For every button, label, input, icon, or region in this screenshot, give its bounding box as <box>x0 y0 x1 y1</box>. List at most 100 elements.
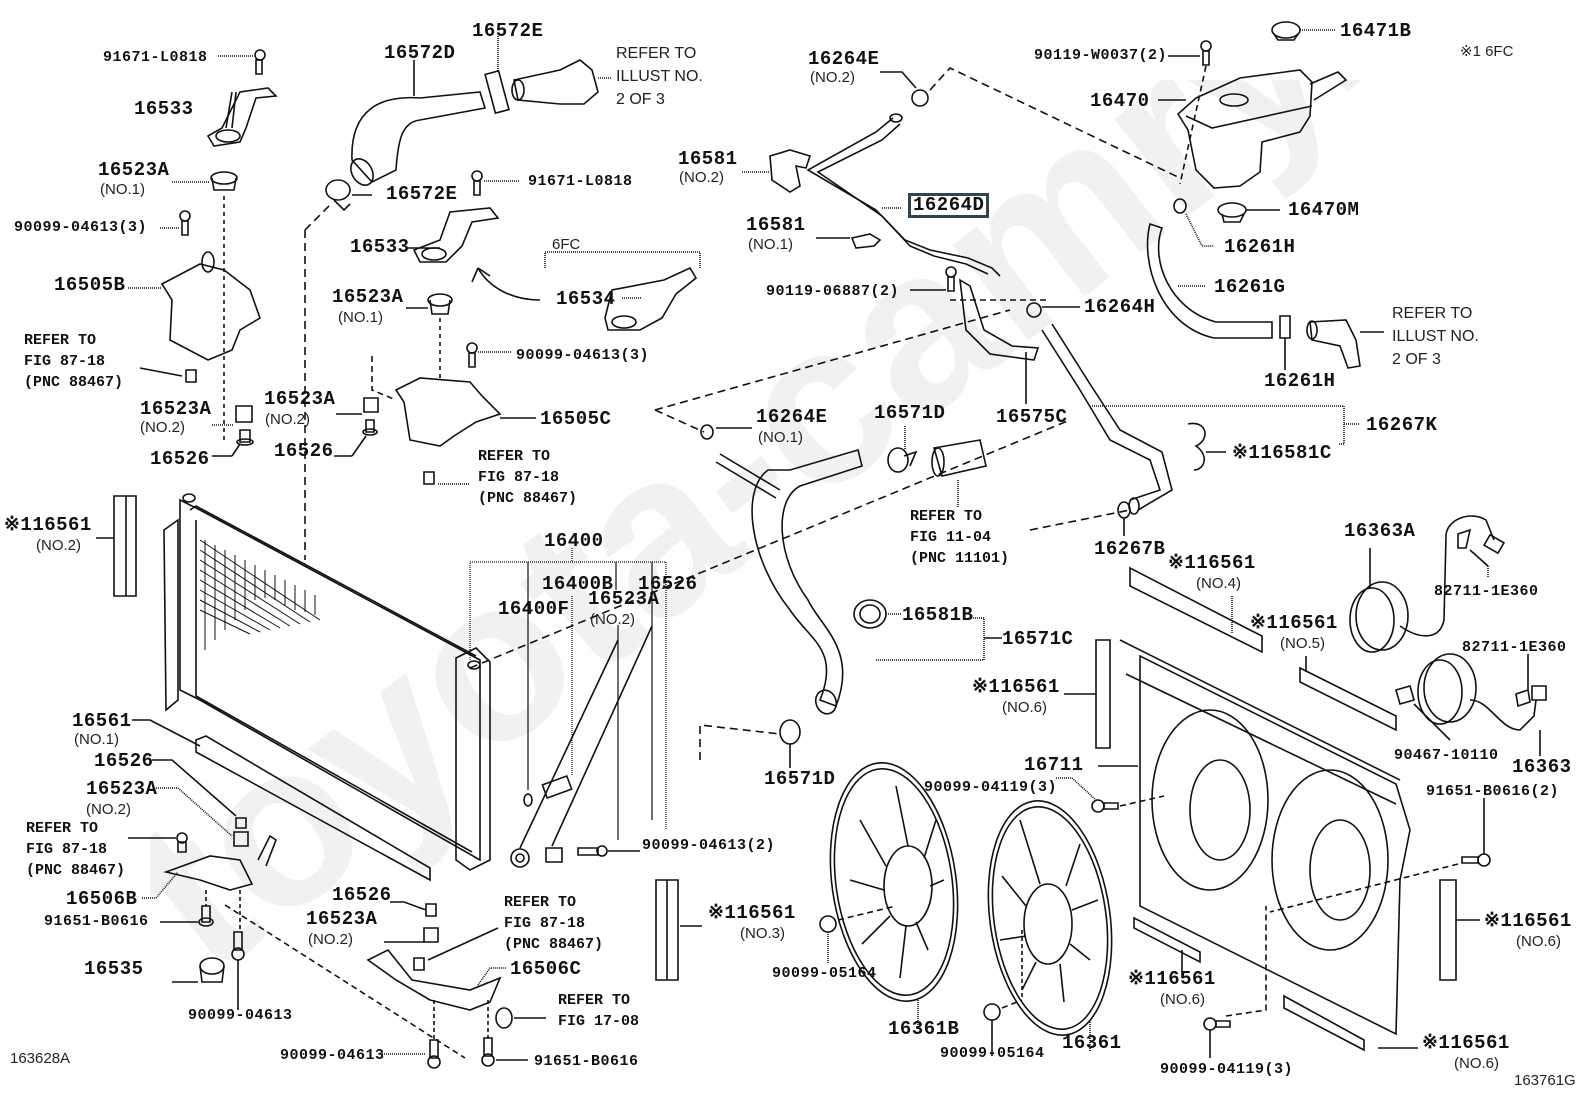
part-label-16571D[interactable]: 16571D <box>764 768 836 790</box>
part-label-90119-W0037[interactable]: 90119-W0037(2) <box>1034 47 1168 64</box>
part-label-16470[interactable]: 16470 <box>1090 90 1150 112</box>
part-label-16400F[interactable]: 16400F <box>498 598 570 620</box>
refer-note-fig-87-18[interactable]: REFER TO FIG 87-18 (PNC 88467) <box>478 448 578 507</box>
refer-note-fig-17-08[interactable]: REFER TO FIG 17-08 <box>558 992 640 1030</box>
clip-88467-a <box>186 370 196 382</box>
cushion-16523A-lower-a <box>236 406 252 422</box>
refer-note-fig-11-04[interactable]: REFER TO FIG 11-04 (PNC 11101) <box>910 508 1010 567</box>
part-label-16267B[interactable]: 16267B <box>1094 538 1166 560</box>
part-label-16581[interactable]: 16581 <box>678 148 738 170</box>
part-label-16470M[interactable]: 16470M <box>1288 199 1360 221</box>
part-label-16523A[interactable]: 16523A <box>332 286 404 308</box>
part-label-90099-05164[interactable]: 90099-05164 <box>772 965 877 982</box>
clamp-16572E-upper <box>485 71 509 113</box>
part-label-90099-04613[interactable]: 90099-04613(3) <box>14 219 148 236</box>
part-label-16363[interactable]: 16363 <box>1512 756 1572 778</box>
part-label-90099-04613[interactable]: 90099-04613 <box>280 1047 385 1064</box>
part-label-16526[interactable]: 16526 <box>332 884 392 906</box>
part-label-16400[interactable]: 16400 <box>544 530 604 552</box>
part-label-16523A[interactable]: 16523A <box>264 388 336 410</box>
part-label-90099-04613[interactable]: 90099-04613(2) <box>642 837 776 854</box>
part-label-82711-1E360[interactable]: 82711-1E360 <box>1434 583 1539 600</box>
part-label-16505C[interactable]: 16505C <box>540 408 612 430</box>
clamp-16264H <box>1027 303 1041 317</box>
part-label-16561[interactable]: ※116561 <box>1168 552 1256 574</box>
part-label-16523A[interactable]: 16523A <box>86 778 158 800</box>
part-label-91651-B0616[interactable]: 91651-B0616 <box>534 1053 639 1070</box>
part-label-91651-B0616[interactable]: 91651-B0616(2) <box>1426 783 1560 800</box>
refer-note-fig-87-18[interactable]: REFER TO FIG 87-18 (PNC 88467) <box>24 332 124 391</box>
refer-note-illust-2-of-3[interactable]: REFER TO ILLUST NO. 2 OF 3 <box>616 45 703 108</box>
part-label-16523A[interactable]: 16523A <box>588 588 660 610</box>
part-label-16361[interactable]: 16361 <box>1062 1032 1122 1054</box>
part-label-91671-L0818[interactable]: 91671-L0818 <box>103 49 208 66</box>
part-label-16471B[interactable]: 16471B <box>1340 20 1412 42</box>
part-label-16264H[interactable]: 16264H <box>1084 296 1156 318</box>
part-label-16264E[interactable]: 16264E <box>808 48 880 70</box>
part-label-90099-04119[interactable]: 90099-04119(3) <box>924 779 1058 796</box>
part-label-16572D[interactable]: 16572D <box>384 42 456 64</box>
part-label-16571D[interactable]: 16571D <box>874 402 946 424</box>
refer-note-fig-87-18[interactable]: REFER TO FIG 87-18 (PNC 88467) <box>26 820 126 879</box>
part-label-16523A[interactable]: 16523A <box>98 159 170 181</box>
part-label-16261H[interactable]: 16261H <box>1264 370 1336 392</box>
part-label-91671-L0818[interactable]: 91671-L0818 <box>528 173 633 190</box>
part-label-16261G[interactable]: 16261G <box>1214 276 1286 298</box>
part-label-16581[interactable]: 16581 <box>746 214 806 236</box>
part-sublabel: (NO.6) <box>1516 933 1561 950</box>
part-label-16363A[interactable]: 16363A <box>1344 520 1416 542</box>
variant-label-6fc: 6FC <box>552 236 581 253</box>
part-label-16561[interactable]: ※116561 <box>1422 1032 1510 1054</box>
part-label-16561[interactable]: ※116561 <box>972 676 1060 698</box>
part-label-16711[interactable]: 16711 <box>1024 754 1084 776</box>
refer-note-illust-2-of-3[interactable]: REFER TO ILLUST NO. 2 OF 3 <box>1392 305 1479 368</box>
part-label-16534[interactable]: 16534 <box>556 288 616 310</box>
part-label-16571C[interactable]: 16571C <box>1002 628 1074 650</box>
part-label-16400B[interactable]: 16400B <box>542 573 614 595</box>
part-label-82711-1E360[interactable]: 82711-1E360 <box>1462 639 1567 656</box>
part-label-16526[interactable]: 16526 <box>150 448 210 470</box>
seal-16561-no6-a <box>1096 640 1110 748</box>
part-label-16561[interactable]: ※116561 <box>708 902 796 924</box>
part-label-16506B[interactable]: 16506B <box>66 888 138 910</box>
part-label-16526[interactable]: 16526 <box>638 573 698 595</box>
part-label-16561[interactable]: ※116561 <box>1484 910 1572 932</box>
part-label-91651-B0616[interactable]: 91651-B0616 <box>44 913 149 930</box>
part-label-16361B[interactable]: 16361B <box>888 1018 960 1040</box>
part-label-16572E[interactable]: 16572E <box>472 20 544 42</box>
refer-note-fig-87-18[interactable]: REFER TO FIG 87-18 (PNC 88467) <box>504 894 604 953</box>
part-label-16581B[interactable]: 16581B <box>902 604 974 626</box>
part-label-16523A[interactable]: 16523A <box>306 908 378 930</box>
bracket-16533-upper <box>208 88 276 146</box>
part-label-16561[interactable]: 16561 <box>72 710 132 732</box>
part-label-16533[interactable]: 16533 <box>134 98 194 120</box>
part-label-16523A[interactable]: 16523A <box>140 398 212 420</box>
part-label-16561[interactable]: ※116561 <box>1250 612 1338 634</box>
part-label-90099-04119[interactable]: 90099-04119(3) <box>1160 1061 1294 1078</box>
part-label-16267K[interactable]: 16267K <box>1366 414 1438 436</box>
part-label-16526[interactable]: 16526 <box>274 440 334 462</box>
part-label-16526[interactable]: 16526 <box>94 750 154 772</box>
part-label-16561[interactable]: ※116561 <box>1128 968 1216 990</box>
part-label-16261H[interactable]: 16261H <box>1224 236 1296 258</box>
part-label-16505B[interactable]: 16505B <box>54 274 126 296</box>
part-label-16506C[interactable]: 16506C <box>510 958 582 980</box>
part-label-16264E[interactable]: 16264E <box>756 406 828 428</box>
bolt-91651-b <box>482 1038 494 1066</box>
part-label-16561[interactable]: ※116561 <box>4 514 92 536</box>
collar-16526-d <box>236 818 246 828</box>
part-label-16533[interactable]: 16533 <box>350 236 410 258</box>
part-label-90099-04613[interactable]: 90099-04613(3) <box>516 347 650 364</box>
bracket-16506B <box>166 836 276 890</box>
part-label-16581C[interactable]: ※116581C <box>1232 442 1332 464</box>
clip-82711-a <box>1458 530 1470 548</box>
part-label-90119-06887[interactable]: 90119-06887(2) <box>766 283 900 300</box>
part-label-16572E[interactable]: 16572E <box>386 183 458 205</box>
part-label-16575C[interactable]: 16575C <box>996 406 1068 428</box>
part-label-90099-04613[interactable]: 90099-04613 <box>188 1007 293 1024</box>
part-label-90099-05164[interactable]: 90099-05164 <box>940 1045 1045 1062</box>
part-label-90467-10110[interactable]: 90467-10110 <box>1394 747 1499 764</box>
part-label-16264D-highlighted[interactable]: 16264D <box>908 193 990 218</box>
part-label-16535[interactable]: 16535 <box>84 958 144 980</box>
seal-16561-no6-d <box>1284 996 1364 1050</box>
